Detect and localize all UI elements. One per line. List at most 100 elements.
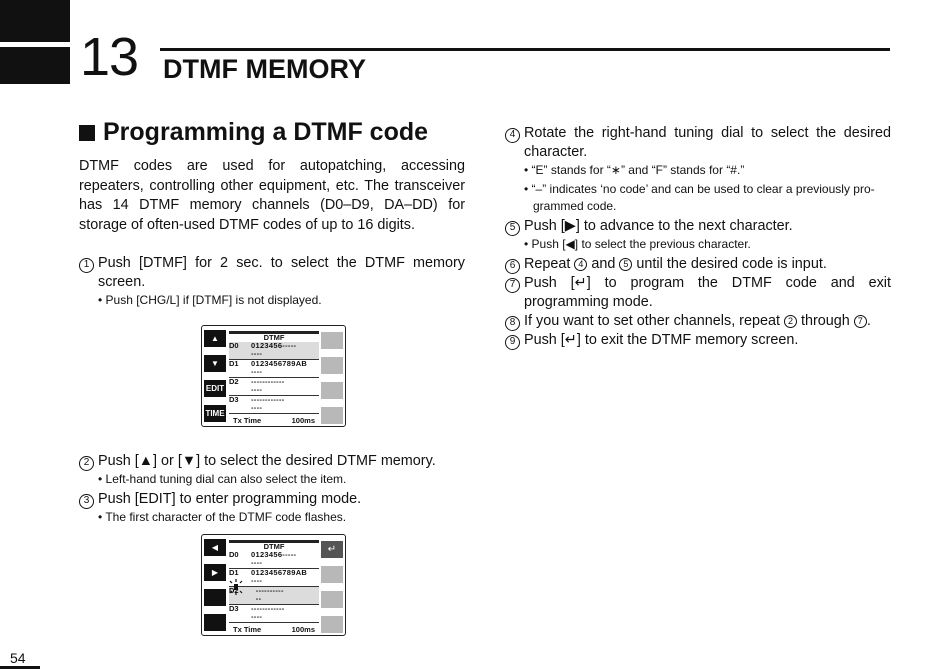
step-note: • “E” stands for “∗” and “F” stands for …: [524, 163, 745, 177]
page-number: 54: [10, 650, 26, 666]
step-8: 8 If you want to set other channels, rep…: [505, 312, 891, 331]
code-value: 0123456----- ----: [251, 341, 297, 358]
code-value: 0123456----- ----: [251, 550, 297, 567]
steps-2-3: 2 Push [▲] or [▼] to select the desired …: [79, 452, 465, 528]
soft-key[interactable]: [321, 591, 343, 608]
step-number: 5: [505, 220, 520, 236]
step-text: Rotate the right-hand tuning dial to sel…: [524, 125, 891, 160]
code-value: 0123456789AB ----: [251, 568, 308, 585]
step-text: Push [DTMF] for 2 sec. to select the DTM…: [98, 255, 465, 290]
channel-label: D2: [229, 586, 239, 595]
soft-key[interactable]: [321, 407, 343, 424]
channel-label: D3: [229, 395, 239, 404]
step-note: • Push [CHG/L] if [DTMF] is not displaye…: [98, 293, 322, 307]
soft-key[interactable]: [321, 566, 343, 583]
square-bullet-icon: [79, 124, 95, 141]
channel-label: D3: [229, 604, 239, 613]
step-text: Push [▲] or [▼] to select the desired DT…: [98, 453, 436, 469]
step-1: 1 Push [DTMF] for 2 sec. to select the D…: [79, 254, 465, 292]
memory-row[interactable]: D0 0123456----- ----: [229, 551, 319, 569]
enter-button[interactable]: ↵: [321, 541, 343, 558]
lcd-display: DTMF D0 0123456----- ---- D1 0123456789AB …: [229, 540, 319, 634]
blank-key[interactable]: [204, 614, 226, 631]
step-number: 6: [505, 258, 520, 274]
step-ref: 2: [784, 315, 797, 328]
up-button[interactable]: ▲: [204, 330, 226, 347]
soft-key[interactable]: [321, 332, 343, 349]
code-value: 0123456789AB ----: [251, 359, 308, 376]
step-7: 7 Push [↵] to program the DTMF code and …: [505, 274, 891, 312]
step-2: 2 Push [▲] or [▼] to select the desired …: [79, 452, 465, 471]
step-number: 3: [79, 493, 94, 509]
left-button[interactable]: ◀: [204, 539, 226, 556]
step-note: • Left-hand tuning dial can also select …: [98, 472, 347, 486]
section-title: Programming a DTMF code: [103, 118, 429, 146]
step-9: 9 Push [↵] to exit the DTMF memory scree…: [505, 331, 891, 350]
tx-time-label: Tx Time: [233, 416, 262, 425]
step-text: Push [▶] to advance to the next characte…: [524, 218, 793, 234]
left-column: Programming a DTMF code DTMF codes are u…: [79, 118, 465, 311]
step-ref: 4: [574, 258, 588, 271]
blank-key[interactable]: [204, 589, 226, 606]
code-value: ------------ ----: [251, 377, 285, 394]
tx-time-value: 100ms: [291, 625, 315, 634]
note-line: • “–” indicates ‘no code’ and can be use…: [524, 182, 875, 196]
step-ref: 5: [619, 258, 633, 271]
step-number: 7: [505, 277, 520, 293]
channel-label: D1: [229, 568, 239, 577]
memory-row[interactable]: D0 0123456----- ----: [229, 342, 319, 360]
code-value: ------------ ----: [251, 395, 285, 412]
channel-label: D0: [229, 550, 239, 559]
step-number: 1: [79, 257, 94, 273]
step-3: 3 Push [EDIT] to enter programming mode.: [79, 490, 465, 509]
step-4: 4 Rotate the right-hand tuning dial to s…: [505, 124, 891, 162]
code-value: ------------ ----: [251, 604, 285, 621]
flashing-cursor-icon: [229, 579, 243, 595]
lcd-title: DTMF: [229, 540, 319, 551]
section-heading: Programming a DTMF code: [79, 118, 465, 147]
page-rule: [0, 666, 40, 669]
header-rule: [160, 48, 890, 51]
down-button[interactable]: ▼: [204, 355, 226, 372]
step-number: 8: [505, 315, 520, 331]
step-text: Push [↵] to program the DTMF code and ex…: [524, 275, 891, 310]
memory-row[interactable]: D3 ------------ ----: [229, 396, 319, 414]
right-button[interactable]: ▶: [204, 564, 226, 581]
soft-key[interactable]: [321, 357, 343, 374]
soft-key[interactable]: [321, 382, 343, 399]
lcd-footer: Tx Time 100ms: [229, 414, 319, 425]
channel-label: D0: [229, 341, 239, 350]
step-text: Push [↵] to exit the DTMF memory screen.: [524, 332, 799, 348]
step-text: Push [EDIT] to enter programming mode.: [98, 491, 362, 507]
channel-label: D2: [229, 377, 239, 386]
right-column: 4 Rotate the right-hand tuning dial to s…: [505, 124, 891, 350]
soft-key[interactable]: [321, 616, 343, 633]
step-ref: 7: [853, 315, 867, 328]
chapter-number: 13: [80, 27, 139, 87]
code-value: ---------- --: [255, 586, 284, 603]
memory-row[interactable]: D1 0123456789AB ----: [229, 360, 319, 378]
step-text: Repeat 4 and 5 until the desired code is…: [524, 256, 827, 272]
step-note: • The first character of the DTMF code f…: [98, 510, 347, 524]
step-note: • “–” indicates ‘no code’ and can be use…: [505, 181, 891, 215]
step-5: 5 Push [▶] to advance to the next charac…: [505, 217, 891, 236]
tx-time-value: 100ms: [291, 416, 315, 425]
memory-row[interactable]: D3 ------------ ----: [229, 605, 319, 623]
step-number: 9: [505, 334, 520, 350]
memory-row[interactable]: D2 ---------- --: [229, 587, 319, 605]
channel-label: D1: [229, 359, 239, 368]
memory-row[interactable]: D1 0123456789AB ----: [229, 569, 319, 587]
step-number: 4: [505, 127, 520, 143]
lcd-footer: Tx Time 100ms: [229, 623, 319, 634]
tx-time-label: Tx Time: [233, 625, 262, 634]
time-button[interactable]: TIME: [204, 405, 226, 422]
chapter-title: DTMF MEMORY: [163, 54, 366, 84]
memory-row[interactable]: D2 ------------ ----: [229, 378, 319, 396]
edit-button[interactable]: EDIT: [204, 380, 226, 397]
dtmf-screen-edit: ◀ ▶ DTMF D0 0123456----- ---- D1 012345678…: [201, 534, 346, 636]
step-note: • Push [◀] to select the previous charac…: [524, 237, 751, 251]
note-line: grammed code.: [533, 199, 617, 213]
step-number: 2: [79, 455, 94, 471]
